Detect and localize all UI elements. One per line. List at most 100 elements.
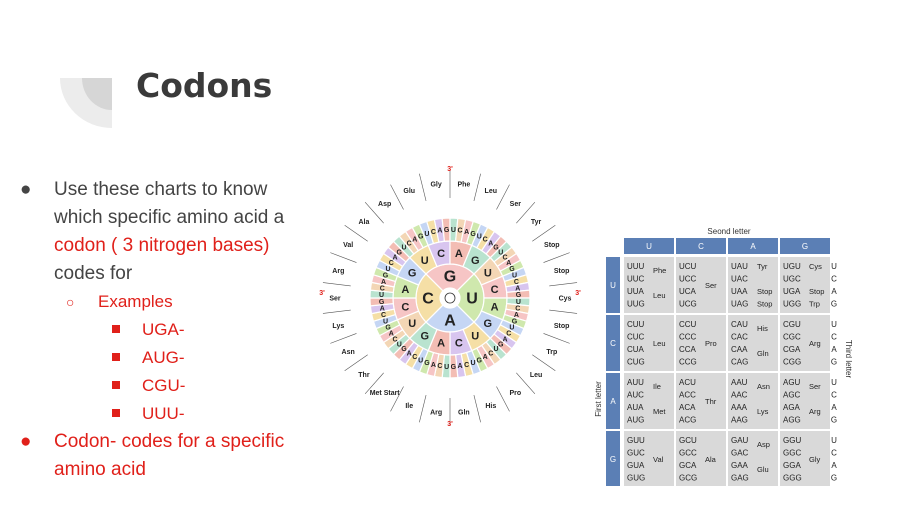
- amino-acid-text: Arg: [809, 339, 821, 348]
- wheel-divider: [532, 225, 556, 242]
- wheel-base-label: A: [515, 285, 520, 292]
- column-header-label: A: [750, 242, 756, 251]
- amino-acid-text: Ala: [705, 455, 717, 464]
- three-prime-label: 3': [319, 290, 325, 297]
- wheel-base-label: A: [455, 248, 463, 260]
- codon-cell: [624, 431, 674, 486]
- wheel-base-label: C: [422, 291, 434, 308]
- wheel-base-label: G: [484, 318, 493, 330]
- wheel-base-label: G: [471, 255, 480, 267]
- amino-label: Glu: [403, 188, 415, 195]
- codon-cell: [676, 431, 726, 486]
- column-header: [728, 238, 778, 254]
- wheel-divider: [549, 282, 578, 287]
- codon-text: CCU: [679, 320, 697, 329]
- codon-text: CAG: [731, 358, 748, 367]
- wheel-base-label: G: [383, 272, 389, 279]
- amino-label: Tyr: [531, 219, 542, 226]
- codon-text: CGG: [783, 358, 801, 367]
- amino-acid-text: Pro: [705, 339, 717, 348]
- wheel-base-label: C: [437, 248, 445, 260]
- amino-acid-text: Cys: [809, 262, 822, 271]
- codon-text: CGC: [783, 333, 801, 342]
- wheel-base-label: G: [379, 299, 385, 306]
- wheel-base-label: U: [471, 331, 479, 343]
- column-header-label: G: [802, 242, 808, 251]
- wheel-base-label: G: [401, 346, 407, 353]
- example-text: UGA-: [142, 320, 185, 339]
- wheel-base-label: U: [408, 318, 416, 330]
- wheel-divider: [473, 173, 481, 201]
- codon-text: AAG: [731, 416, 748, 425]
- third-letter-text: U: [831, 320, 837, 329]
- amino-label: Arg: [332, 268, 344, 275]
- codon-cell: [624, 373, 674, 429]
- wheel-base-label: A: [514, 312, 519, 319]
- amino-acid-text: Met: [653, 407, 666, 416]
- wheel-base-label: G: [470, 231, 476, 238]
- amino-acid-text: Arg: [809, 407, 821, 416]
- wheel-divider: [532, 354, 556, 371]
- codon-text: GCG: [679, 474, 697, 483]
- wheel-center: [444, 292, 456, 304]
- wheel-divider: [344, 225, 368, 242]
- square-bullet: [112, 381, 120, 389]
- wheel-base-label: C: [464, 362, 469, 369]
- bullet-item: ● Use these charts to know which specifi…: [18, 176, 308, 288]
- amino-label: Ser: [329, 296, 341, 303]
- row-header: [606, 257, 620, 313]
- codon-text: GUC: [627, 449, 645, 458]
- codon-text: GUG: [627, 474, 645, 483]
- amino-label: Stop: [554, 323, 570, 330]
- wheel-base-label: G: [451, 364, 457, 371]
- third-letter-text: U: [831, 262, 837, 271]
- wheel-base-label: A: [464, 229, 469, 236]
- bullet-marker: ●: [20, 179, 32, 200]
- wheel-base-label: A: [444, 313, 456, 330]
- bullet-marker: ●: [20, 431, 32, 452]
- wheel-base-label: C: [380, 285, 385, 292]
- codon-text: GAA: [731, 461, 749, 470]
- wheel-base-label: U: [383, 319, 388, 326]
- codon-text: UCG: [679, 300, 697, 309]
- wheel-base-label: U: [477, 234, 482, 241]
- wheel-divider: [344, 354, 368, 371]
- codon-text: UAC: [731, 275, 748, 284]
- codon-cell: [624, 315, 674, 371]
- first-letter-label: First letter: [594, 381, 603, 417]
- wheel-divider: [419, 173, 427, 201]
- amino-label: Ile: [405, 403, 413, 410]
- codon-cell: [624, 257, 674, 313]
- codon-text: UCU: [679, 262, 697, 271]
- amino-acid-text: Thr: [705, 397, 717, 406]
- codon-text: GCA: [679, 461, 697, 470]
- three-prime-label: 3': [447, 166, 453, 173]
- wheel-base-label: C: [514, 279, 519, 286]
- wheel-base-label: G: [424, 360, 430, 367]
- column-header-label: U: [646, 242, 652, 251]
- codon-text: UGU: [783, 262, 801, 271]
- third-letter-label: Third letter: [844, 340, 853, 379]
- row-header-label: A: [610, 397, 616, 406]
- amino-label: His: [485, 403, 496, 410]
- amino-label: Gln: [458, 410, 470, 417]
- wheel-divider: [496, 184, 510, 210]
- column-header-label: C: [698, 242, 704, 251]
- row-header-label: G: [610, 455, 616, 464]
- wheel-divider: [390, 386, 404, 412]
- codon-text: ACU: [679, 378, 696, 387]
- amino-acid-text: Gly: [809, 455, 821, 464]
- codon-cell: [728, 257, 778, 313]
- example-item: UUU-: [18, 400, 308, 428]
- amino-acid-text: Gln: [757, 349, 769, 358]
- wheel-base-label: A: [389, 331, 394, 338]
- wheel-base-label: C: [392, 336, 397, 343]
- codon-text: CGA: [783, 345, 801, 354]
- row-header-label: C: [610, 339, 616, 348]
- amino-acid-text: His: [757, 324, 768, 333]
- codon-text: CUC: [627, 333, 645, 342]
- examples-label: Examples: [98, 292, 173, 311]
- bullet-text: Codon- codes for a specific amino acid: [54, 431, 285, 480]
- codon-cell: [676, 315, 726, 371]
